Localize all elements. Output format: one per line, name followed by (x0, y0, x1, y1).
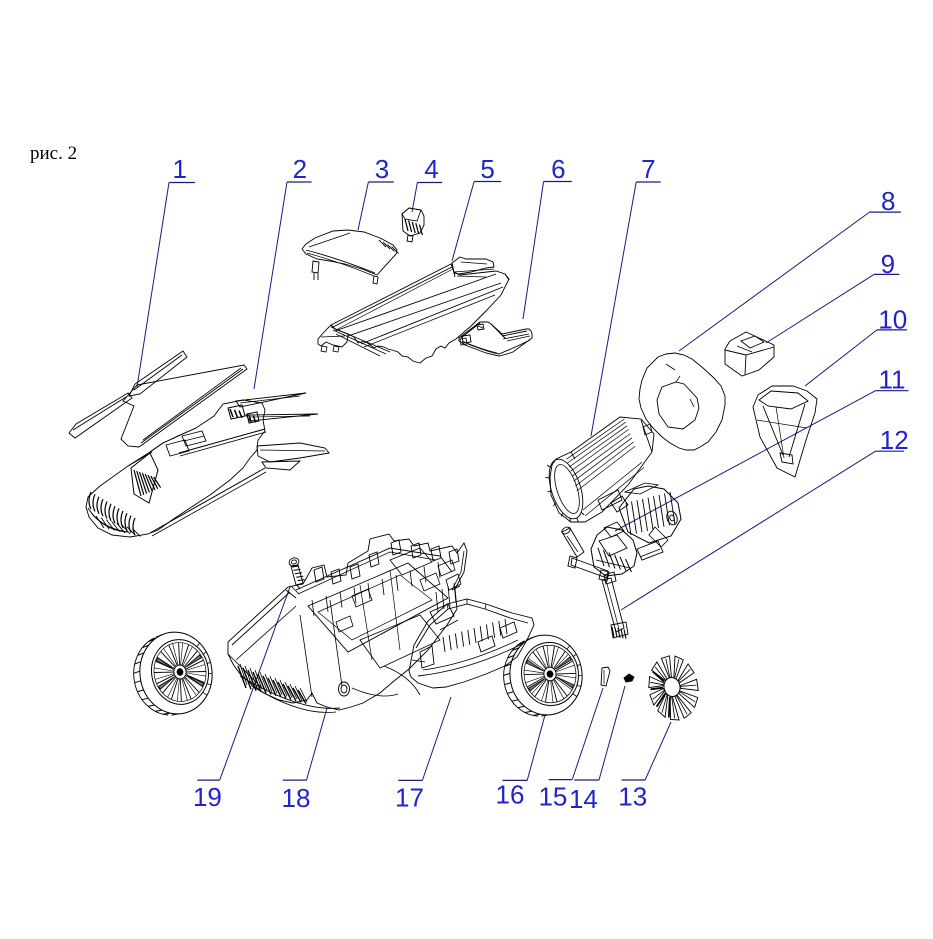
svg-text:11: 11 (879, 365, 906, 395)
svg-text:17: 17 (395, 783, 424, 813)
svg-text:15: 15 (538, 782, 567, 812)
svg-text:2: 2 (293, 154, 307, 184)
svg-text:7: 7 (641, 154, 655, 184)
svg-text:3: 3 (375, 154, 389, 184)
svg-text:14: 14 (569, 784, 598, 814)
svg-text:18: 18 (282, 783, 311, 813)
svg-text:5: 5 (480, 154, 494, 184)
svg-text:12: 12 (880, 425, 909, 455)
svg-text:19: 19 (193, 782, 222, 812)
svg-text:4: 4 (424, 154, 438, 184)
svg-text:16: 16 (496, 780, 525, 810)
svg-text:13: 13 (618, 782, 647, 812)
svg-text:рис. 2: рис. 2 (30, 143, 77, 164)
svg-text:6: 6 (551, 154, 565, 184)
svg-text:1: 1 (172, 154, 186, 184)
